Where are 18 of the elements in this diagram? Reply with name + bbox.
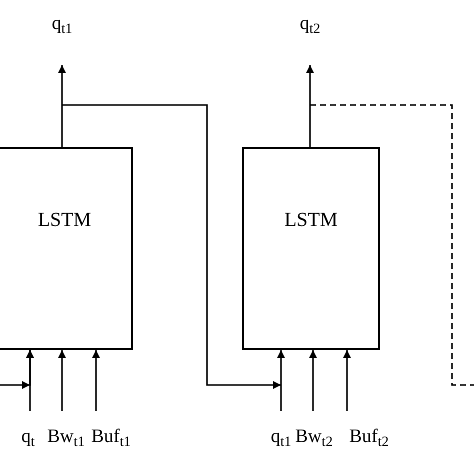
dashed-connector	[310, 104, 474, 386]
arrow	[277, 350, 285, 411]
arrow	[343, 350, 351, 411]
variable-label: q$_{t2}$	[290, 14, 330, 65]
variable-label: Buf$_{t1}$	[88, 411, 134, 455]
arrow	[58, 350, 66, 411]
lstm-block: LSTM	[242, 147, 380, 350]
lstm-block: LSTM	[0, 147, 133, 350]
variable-label: q$_{t1}$	[42, 14, 82, 65]
arrow	[92, 350, 100, 411]
arrow	[306, 65, 314, 147]
variable-label: Bw$_{t1}$	[46, 411, 86, 455]
arrow	[0, 350, 34, 389]
variable-label: Buf$_{t2}$	[344, 411, 394, 455]
arrow	[309, 350, 317, 411]
variable-label: q$_{t}$	[16, 411, 40, 455]
arrow	[58, 65, 66, 147]
arrow	[62, 104, 281, 389]
